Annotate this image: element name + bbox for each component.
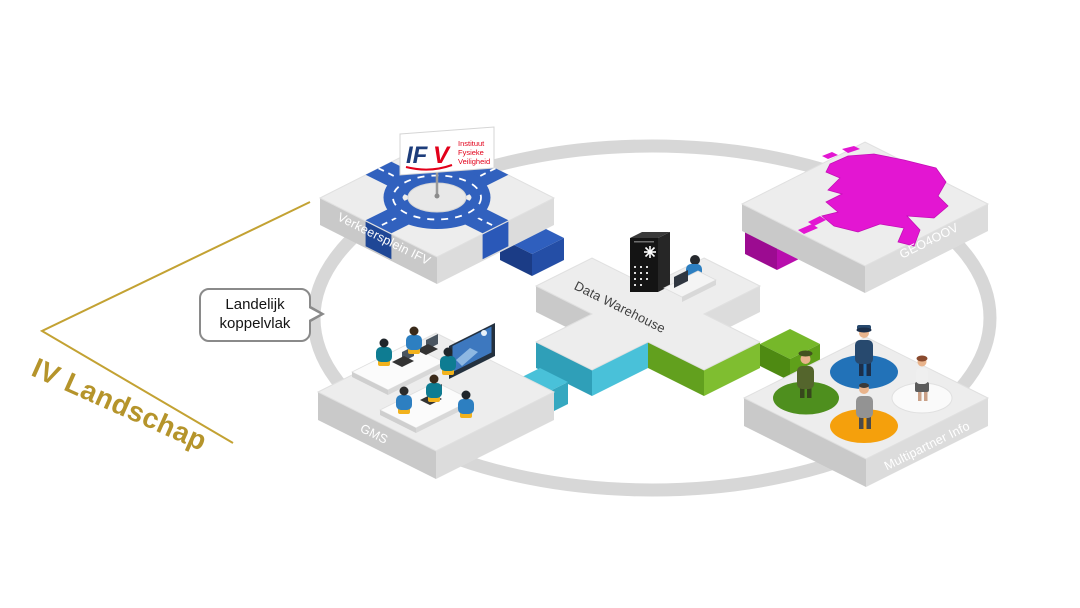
landelijk-koppelvlak-callout: Landelijk koppelvlak bbox=[199, 288, 311, 342]
ifv-sub3: Veiligheid bbox=[458, 157, 490, 166]
civilian-figure bbox=[915, 355, 929, 401]
ifv-sub1: Instituut bbox=[458, 139, 485, 148]
police-figure bbox=[855, 325, 873, 376]
ifv-logo-blue: IF bbox=[406, 142, 429, 169]
soldier-figure bbox=[797, 350, 814, 398]
callout-line2: koppelvlak bbox=[219, 315, 291, 332]
netherlands-map bbox=[798, 146, 949, 247]
platform-geo4oov bbox=[740, 141, 990, 293]
green-connector-faces bbox=[648, 342, 760, 396]
platform-verkeersplein-ifv: IF V Instituut Fysieke Veiligheid bbox=[318, 126, 564, 284]
ifv-flag: IF V Instituut Fysieke Veiligheid bbox=[399, 126, 495, 199]
cyan-connector-faces bbox=[536, 342, 648, 396]
gold-angle-lines bbox=[39, 201, 311, 444]
callout-pointer-fill bbox=[307, 307, 320, 321]
gms-operators bbox=[376, 326, 474, 418]
platform-multipartner bbox=[742, 325, 990, 487]
ifv-logo-red: V bbox=[433, 142, 451, 169]
wall-screen bbox=[449, 323, 495, 379]
partner-circles bbox=[773, 355, 953, 443]
platform-gms bbox=[316, 323, 568, 479]
platform-data-warehouse bbox=[534, 232, 762, 396]
ifv-sub2: Fysieke bbox=[458, 148, 484, 157]
callout-line1: Landelijk bbox=[225, 296, 285, 314]
operator-at-desk bbox=[663, 255, 717, 302]
businessman-figure bbox=[856, 383, 873, 429]
server-icon bbox=[630, 232, 670, 292]
